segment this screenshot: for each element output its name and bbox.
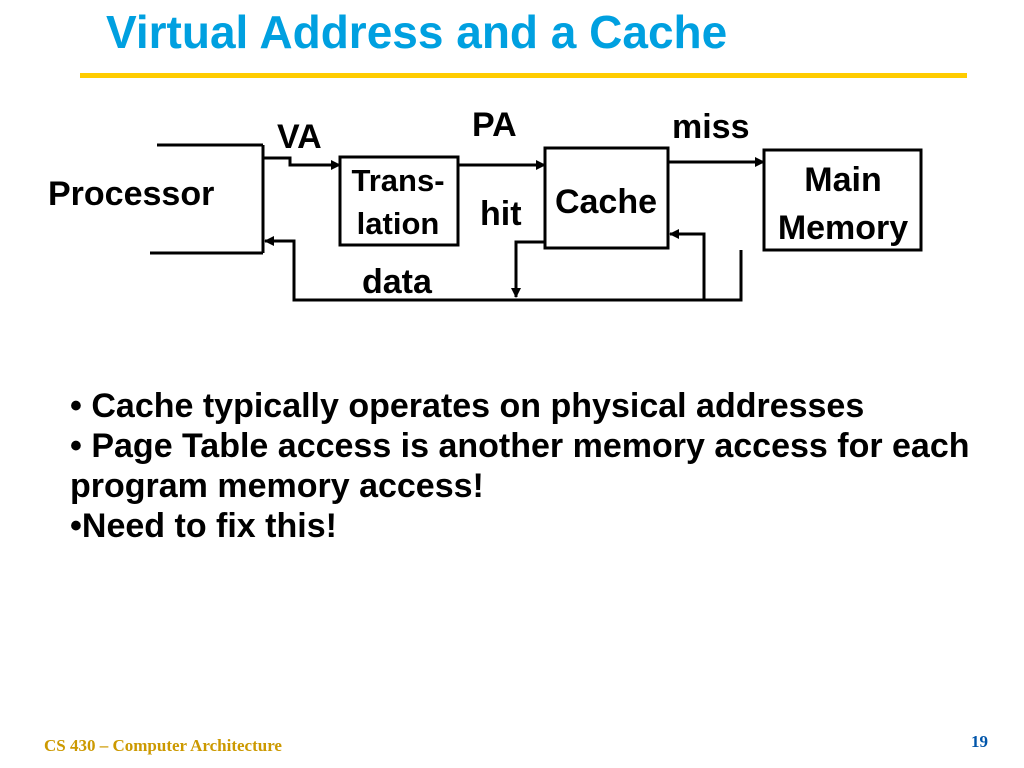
- hit-label: hit: [480, 195, 522, 233]
- pa-label: PA: [472, 106, 517, 144]
- bullet-item: •Need to fix this!: [70, 507, 337, 545]
- memory-label-line1: Main: [804, 161, 881, 199]
- bullet-list: • Cache typically operates on physical a…: [70, 386, 970, 546]
- cache-box: [543, 146, 670, 250]
- slide-title: Virtual Address and a Cache: [106, 6, 728, 58]
- translation-label-line1: Trans-: [351, 163, 444, 198]
- page-number: 19: [971, 732, 988, 751]
- bullet-item: • Page Table access is another memory ac…: [70, 427, 970, 505]
- translation-box: [338, 155, 460, 247]
- bullet-item: • Cache typically operates on physical a…: [70, 387, 865, 425]
- hit-path: [511, 240, 545, 298]
- footer-course-title: CS 430 – Computer Architecture: [44, 736, 282, 755]
- title-underline: [80, 73, 967, 78]
- va-label: VA: [277, 118, 322, 156]
- translation-label-line2: lation: [357, 206, 440, 241]
- memory-to-processor-data-path: [264, 236, 743, 302]
- va-arrow: [263, 156, 341, 170]
- processor-label: Processor: [48, 175, 214, 213]
- cache-label: Cache: [555, 183, 657, 221]
- memory-to-cache-fill-path: [669, 229, 706, 300]
- miss-label: miss: [672, 108, 750, 146]
- address-translation-diagram: Processor VA Trans- lation PA Cache miss…: [48, 106, 923, 302]
- processor-block: [150, 143, 265, 255]
- main-memory-box: [762, 148, 923, 252]
- memory-label-line2: Memory: [778, 209, 908, 247]
- data-label: data: [362, 263, 433, 301]
